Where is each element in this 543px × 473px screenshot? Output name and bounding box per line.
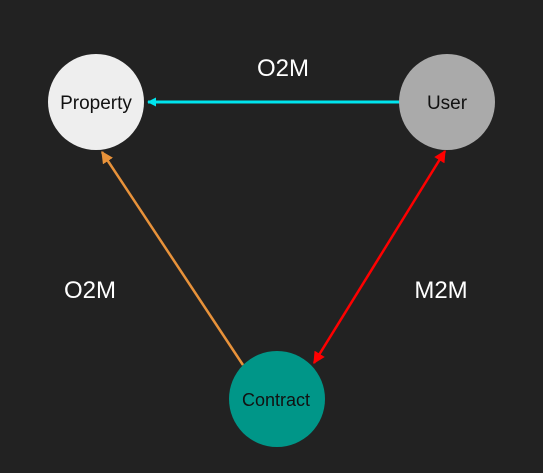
node-contract-circle	[229, 351, 325, 447]
node-user-label: User	[427, 93, 468, 114]
node-user[interactable]: User	[399, 54, 495, 150]
node-contract[interactable]: Contract	[229, 351, 325, 447]
edge-contract-property[interactable]	[100, 150, 245, 366]
node-property[interactable]: Property	[48, 54, 144, 150]
edge-user-contract[interactable]	[312, 149, 447, 365]
edge-label-user-contract: M2M	[414, 277, 467, 304]
node-contract-label: Contract	[242, 390, 310, 410]
node-property-label: Property	[60, 93, 132, 114]
edge-label-user-property: O2M	[257, 55, 309, 82]
node-user-circle	[399, 54, 495, 150]
node-property-circle	[48, 54, 144, 150]
edge-label-contract-property: O2M	[64, 277, 116, 304]
